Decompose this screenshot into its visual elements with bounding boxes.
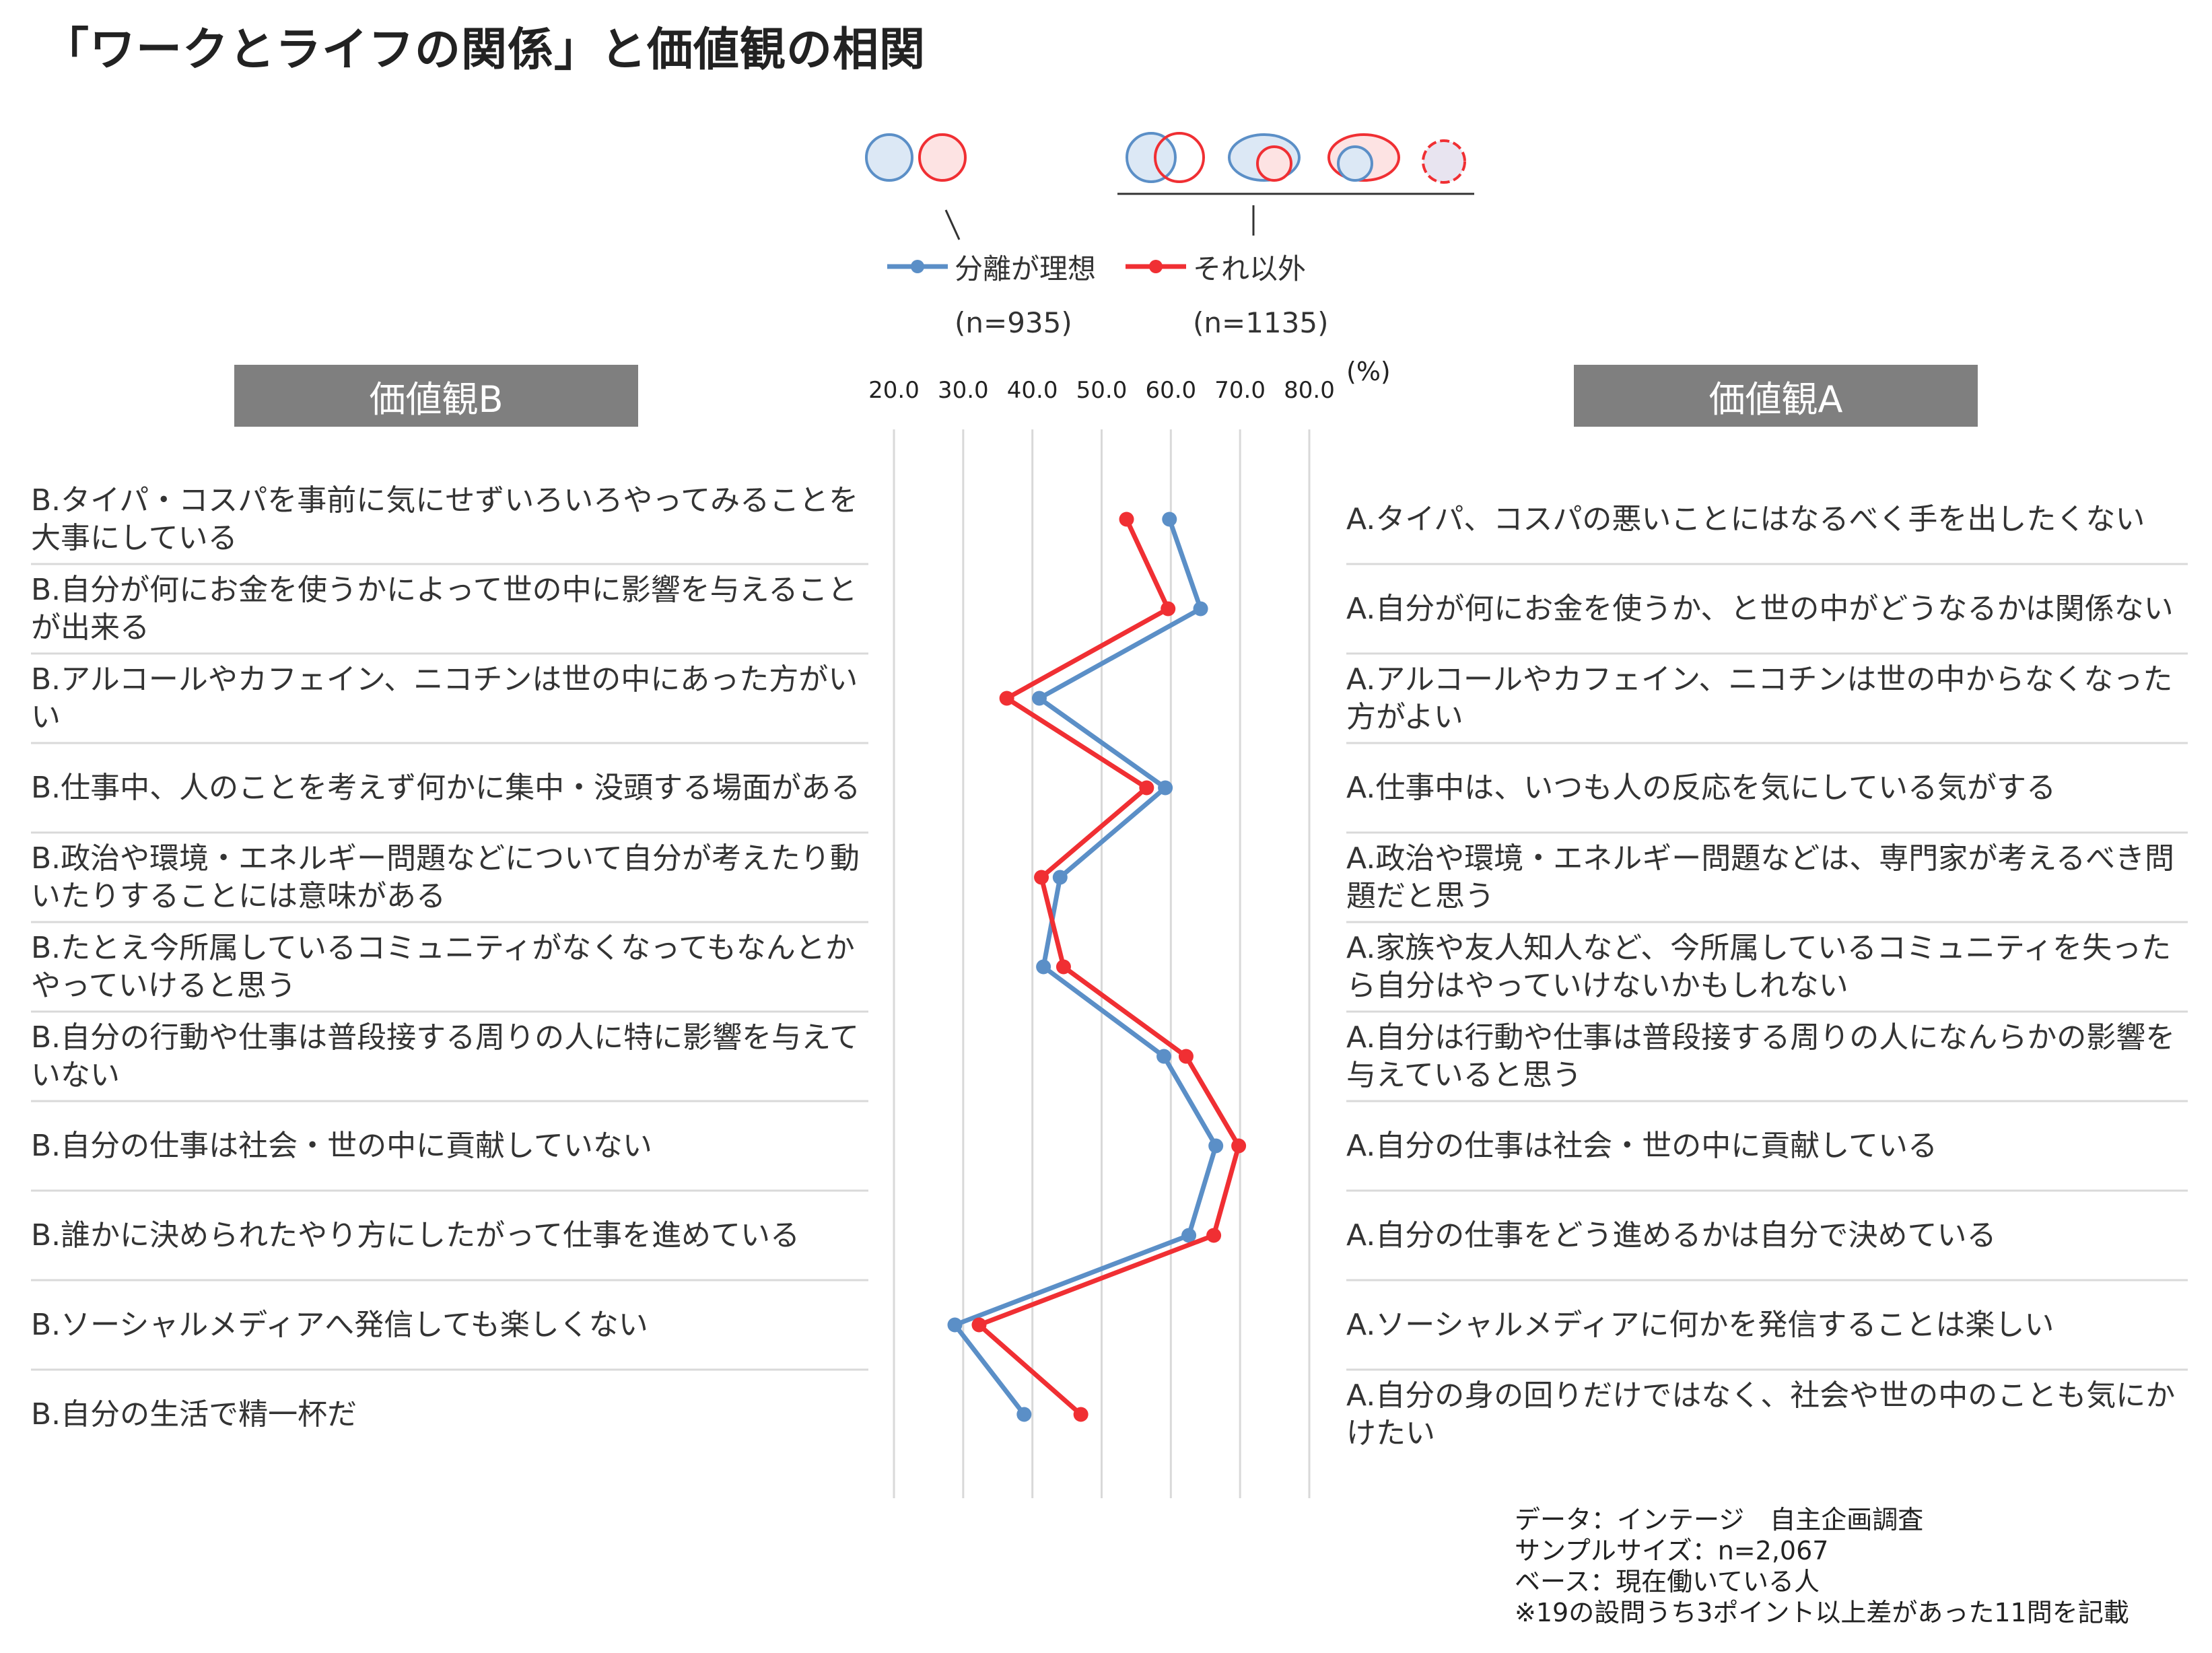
page-title: 「ワークとライフの関係」と価値観の相関: [43, 24, 926, 77]
x-tick-label: 80.0: [1284, 377, 1335, 404]
series-1-point: [1156, 1049, 1172, 1064]
value-a-label: A.自分が何にお金を使うか、と世の中がどうなるかは関係ない: [1346, 591, 2174, 626]
series-1-point: [1052, 870, 1068, 885]
series-1-point: [1016, 1407, 1032, 1422]
series-2-point: [1073, 1407, 1088, 1422]
value-b-label: B.自分が何にお金を使うかによって世の中に影響を与えることが出来る: [31, 572, 858, 645]
legend-red-marker: [1149, 260, 1163, 273]
row-separators: [31, 563, 2188, 1371]
series-2-point: [1206, 1228, 1222, 1243]
value-a-label: A.家族や友人知人など、今所属しているコミュニティを失ったら自分はやっていけない…: [1346, 930, 2172, 1003]
value-a-label: A.アルコールやカフェイン、ニコチンは世の中からなくなった方がよい: [1346, 662, 2173, 734]
header-values-a: 価値観A: [1574, 365, 1978, 427]
legend-blue-marker: [911, 260, 924, 273]
note-line: ベース：現在働いている人: [1515, 1567, 1820, 1596]
note-line: データ：インテージ 自主企画調査: [1515, 1505, 1924, 1535]
series-2-point: [971, 1317, 987, 1333]
value-b-label: B.誰かに決められたやり方にしたがって仕事を進めている: [31, 1218, 800, 1253]
header-values-b: 価値観B: [234, 365, 638, 427]
venn-equal-red-circle: [1422, 139, 1466, 184]
venn-separate-blue-circle: [865, 133, 913, 182]
value-b-label: B.仕事中、人のことを考えず何かに集中・没頭する場面がある: [31, 770, 861, 805]
legend-series2-name: それ以外: [1193, 252, 1307, 285]
legend-series2-n: (n=1135): [1193, 306, 1329, 339]
value-a-label: A.自分の仕事は社会・世の中に貢献している: [1346, 1128, 1937, 1163]
value-b-label: B.タイパ・コスパを事前に気にせずいろいろやってみることを大事にしている: [31, 483, 859, 555]
x-tick-label: 70.0: [1214, 377, 1266, 404]
series-line-2: [976, 518, 1241, 1417]
series-2-point: [1161, 601, 1176, 617]
value-a-label: A.自分の身の回りだけではなく、社会や世の中のことも気にかけたい: [1346, 1378, 2176, 1450]
note-line: サンプルサイズ：n=2,067: [1515, 1536, 1829, 1566]
gridlines: [893, 429, 1311, 1498]
value-b-label: B.自分の行動や仕事は普段接する周りの人に特に影響を与えていない: [31, 1020, 859, 1092]
value-b-label: B.たとえ今所属しているコミュニティがなくなってもなんとかやっていけると思う: [31, 930, 855, 1003]
series-1: [947, 512, 1224, 1422]
series-2-point: [999, 691, 1014, 706]
series-2-point: [1056, 959, 1071, 975]
series-2-point: [1178, 1049, 1194, 1064]
source-notes: データ：インテージ 自主企画調査 サンプルサイズ：n=2,067 ベース：現在働…: [1515, 1504, 2129, 1628]
series-2-point: [1119, 512, 1134, 527]
x-tick-label: 60.0: [1145, 377, 1197, 404]
value-a-label: A.自分の仕事をどう進めるかは自分で決めている: [1346, 1218, 1997, 1253]
value-a-label: A.政治や環境・エネルギー問題などは、専門家が考えるべき問題だと思う: [1346, 841, 2174, 913]
series-1-point: [1036, 959, 1051, 975]
series-1-point: [1193, 601, 1208, 617]
venn-overlap-blue-circle: [1126, 132, 1177, 183]
x-axis-unit: (%): [1346, 357, 1391, 386]
value-a-label: A.仕事中は、いつも人の反応を気にしている気がする: [1346, 770, 2056, 805]
series-1-point: [1181, 1228, 1197, 1243]
series-layer: [947, 512, 1247, 1422]
x-tick-label: 50.0: [1076, 377, 1128, 404]
x-tick-label: 40.0: [1006, 377, 1058, 404]
value-b-label: B.アルコールやカフェイン、ニコチンは世の中にあった方がいい: [31, 662, 858, 734]
legend-venn-icons: [865, 132, 1474, 273]
value-b-label: B.政治や環境・エネルギー問題などについて自分が考えたり動いたりすることには意味…: [31, 841, 860, 913]
series-2-point: [1231, 1138, 1247, 1154]
series-2: [971, 512, 1247, 1422]
venn-separate-red-circle: [918, 133, 967, 182]
legend-pointer-left: [944, 209, 961, 240]
note-line: ※19の設問うち3ポイント以上差があった11問を記載: [1515, 1598, 2129, 1627]
series-2-point: [1139, 780, 1154, 796]
legend-series1-name: 分離が理想: [955, 252, 1097, 285]
value-a-label: A.自分は行動や仕事は普段接する周りの人になんらかの影響を与えていると思う: [1346, 1020, 2176, 1092]
series-1-point: [1031, 691, 1047, 706]
series-1-point: [947, 1317, 963, 1333]
value-b-label: B.自分の生活で精一杯だ: [31, 1397, 357, 1432]
venn-overlap-red-circle: [1154, 132, 1205, 183]
series-1-point: [1208, 1138, 1224, 1154]
value-b-label: B.自分の仕事は社会・世の中に貢献していない: [31, 1128, 652, 1163]
series-1-point: [1162, 512, 1177, 527]
value-a-label: A.タイパ、コスパの悪いことにはなるべく手を出したくない: [1346, 501, 2145, 536]
venn-contain-red-circle: [1256, 145, 1292, 182]
value-b-label: B.ソーシャルメディアへ発信しても楽しくない: [31, 1307, 648, 1342]
legend-series1-n: (n=935): [955, 306, 1072, 339]
venn-contain-blue-circle: [1337, 145, 1373, 182]
value-a-label: A.ソーシャルメディアに何かを発信することは楽しい: [1346, 1307, 2054, 1342]
x-tick-label: 30.0: [937, 377, 989, 404]
series-2-point: [1034, 870, 1049, 885]
x-tick-label: 20.0: [868, 377, 920, 404]
series-1-point: [1158, 780, 1173, 796]
